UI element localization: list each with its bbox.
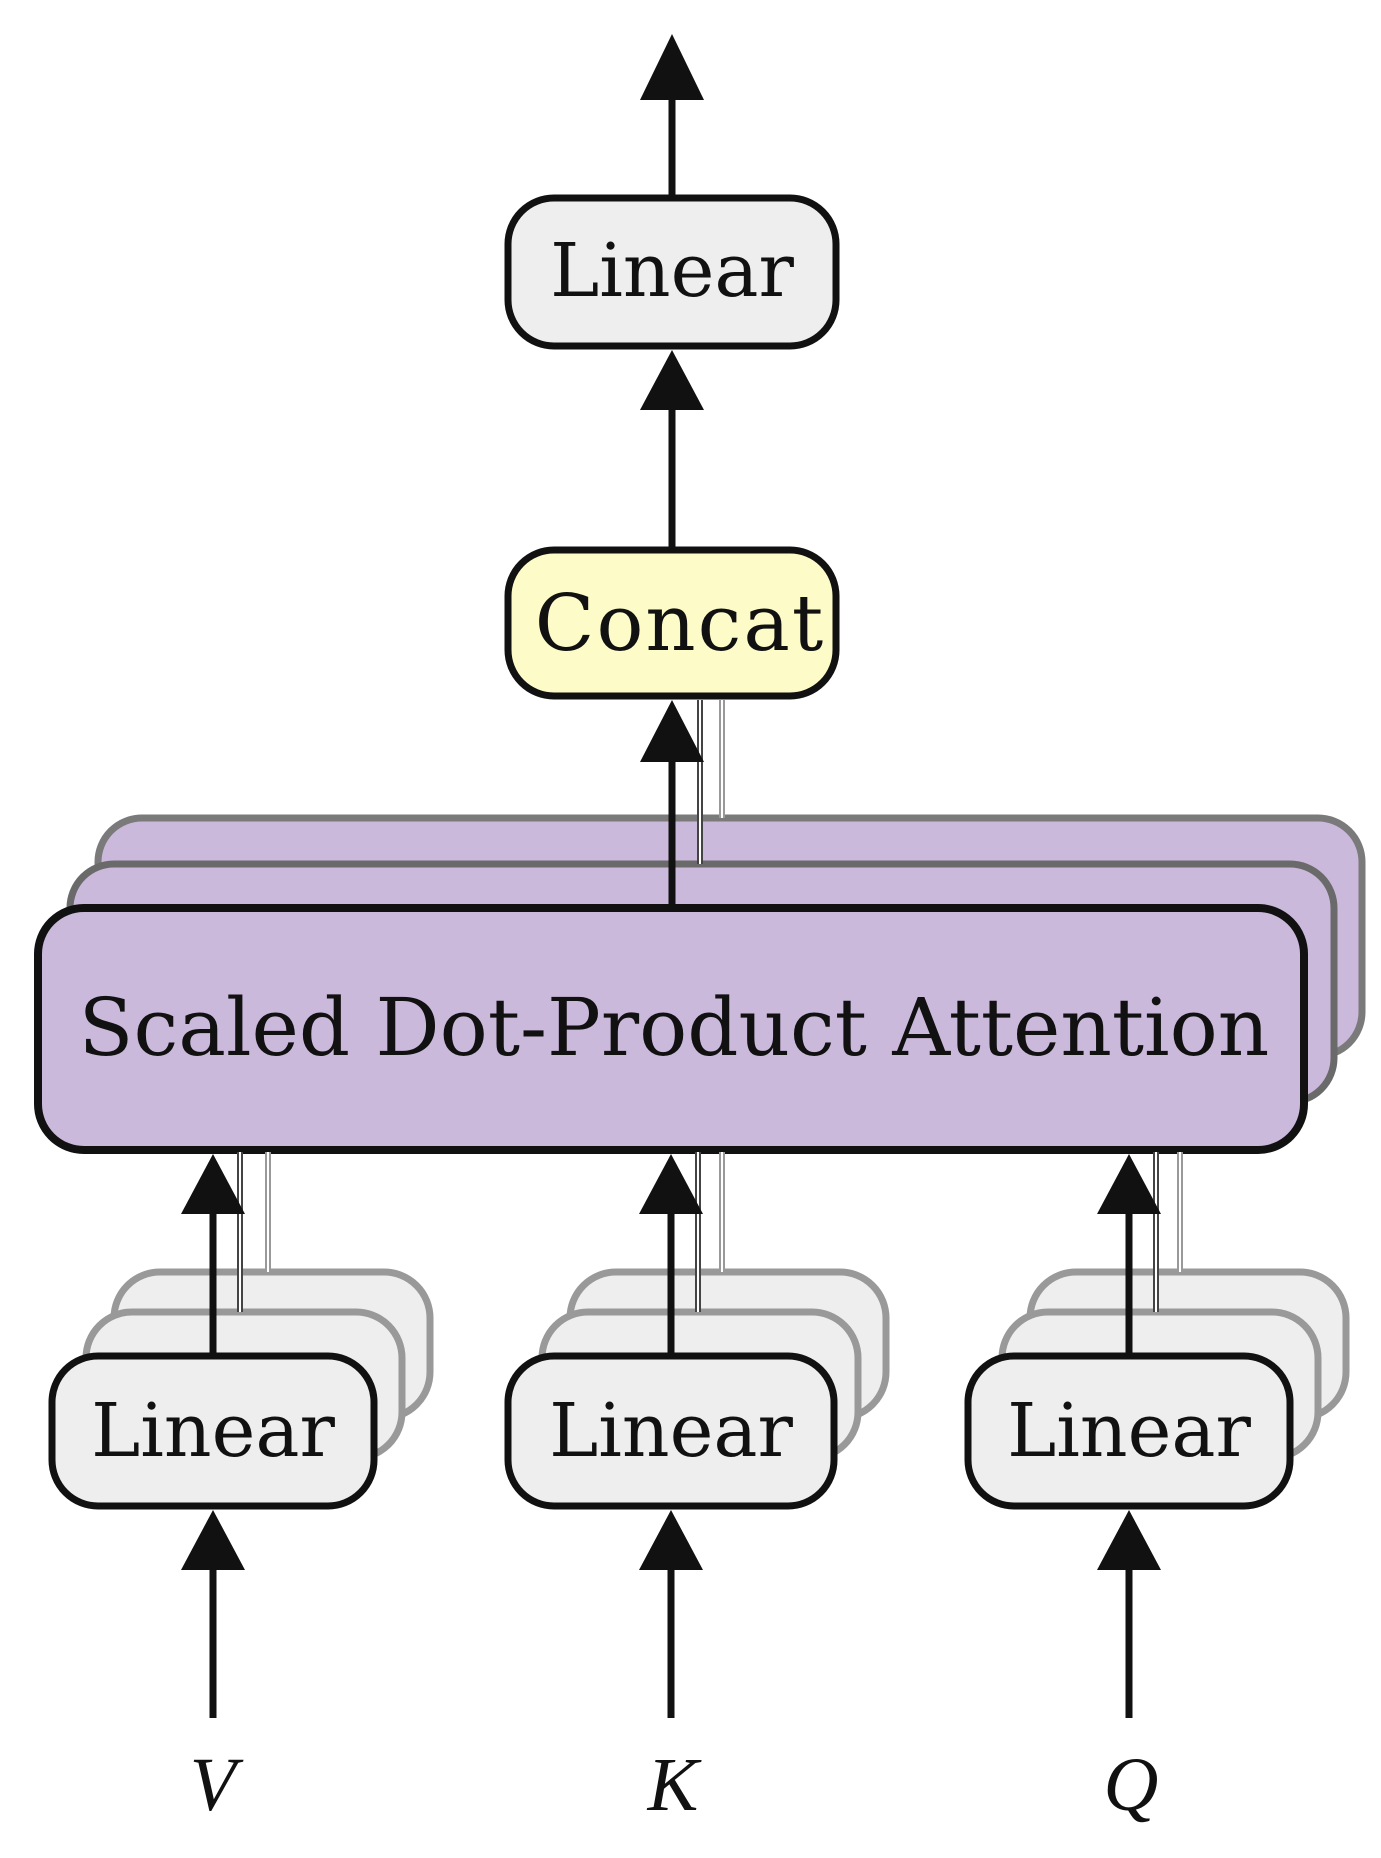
input-k-label: K <box>647 1743 702 1827</box>
concat-label: Concat <box>535 579 825 669</box>
linear-k-block: Linear <box>504 1352 838 1510</box>
attention-to-concat-ghost-lines <box>697 700 725 864</box>
linear-v-to-attention-arrow <box>181 1154 245 1356</box>
input-k-arrow <box>639 1510 703 1718</box>
output-arrow <box>640 34 704 198</box>
linear-q-block: Linear <box>964 1352 1294 1510</box>
input-q-arrow <box>1097 1510 1161 1718</box>
input-q-label: Q <box>1104 1743 1159 1827</box>
linear-k-label: Linear <box>549 1388 793 1474</box>
concat-block: Concat <box>504 546 840 700</box>
attention-label: Scaled Dot-Product Attention <box>79 981 1270 1074</box>
linear-v-block: Linear <box>48 1352 378 1510</box>
linear-q-label: Linear <box>1007 1388 1251 1474</box>
concat-to-linear-arrow <box>640 350 704 550</box>
linear-v-label: Linear <box>91 1388 335 1474</box>
attention-to-concat-arrow <box>640 700 704 908</box>
output-linear-label: Linear <box>550 228 794 314</box>
linear-q-to-attention-arrow <box>1097 1154 1161 1356</box>
output-linear-block: Linear <box>504 194 840 350</box>
attention-block: Scaled Dot-Product Attention <box>34 904 1308 1154</box>
input-v-arrow <box>181 1510 245 1718</box>
input-v-label: V <box>190 1743 244 1827</box>
linear-k-to-attention-arrow <box>639 1154 703 1356</box>
